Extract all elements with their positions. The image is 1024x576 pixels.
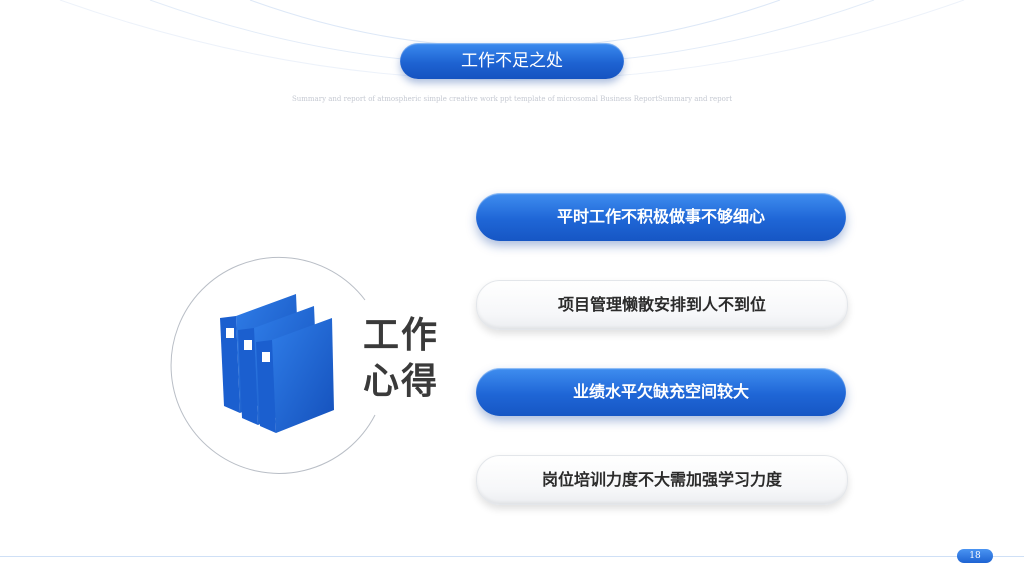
point-item-4: 岗位培训力度不大需加强学习力度: [476, 455, 848, 505]
section-title: 工作心得: [363, 315, 440, 402]
slide-subtitle: Summary and report of atmospheric simple…: [291, 95, 733, 103]
books-icon: [220, 294, 334, 433]
page-number-badge: 18: [957, 549, 993, 563]
slide-title: 工作不足之处: [400, 43, 624, 79]
emblem-ring: [170, 256, 376, 474]
footer-divider: [0, 556, 1024, 557]
point-item-3: 业绩水平欠缺充空间较大: [476, 368, 846, 416]
point-item-1: 平时工作不积极做事不够细心: [476, 193, 846, 241]
point-item-2: 项目管理懒散安排到人不到位: [476, 280, 848, 330]
section-emblem: [160, 240, 400, 480]
